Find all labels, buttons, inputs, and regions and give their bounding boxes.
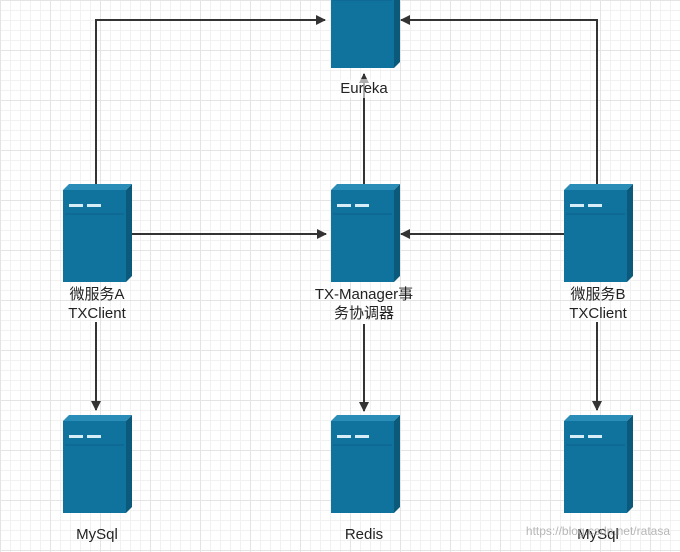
mysql-b-label: MySql [518,525,678,544]
service-b-label-line1: 微服务B [570,286,626,303]
tx-manager-server-icon [330,183,401,283]
eureka-label-line1: Eureka [340,79,388,98]
edge-service-b-to-eureka [400,15,598,186]
mysql-a-label-line1: MySql [76,526,118,543]
tx-manager-label: TX-Manager事 务协调器 [284,285,444,323]
redis-label: Redis [284,525,444,544]
service-a-server-icon [62,183,133,283]
tx-manager-label-line2: 务协调器 [333,305,394,322]
mysql-a-server-icon [62,414,133,514]
redis-label-line1: Redis [344,526,384,543]
service-b-label-line2: TXClient [569,305,627,322]
service-b-label: 微服务B TXClient [518,285,678,323]
redis-server-icon [330,414,401,514]
edge-service-a-to-eureka [95,15,326,186]
service-a-label: 微服务A TXClient [17,285,177,323]
watermark: https://blog.csdn.net/ratasa [525,524,670,538]
service-a-label-line1: 微服务A [69,286,125,303]
mysql-a-label: MySql [17,525,177,544]
mysql-b-label-line1: MySql [577,526,619,543]
mysql-b-server-icon [563,414,634,514]
eureka-server-icon [330,0,401,69]
service-b-server-icon [563,183,634,283]
service-a-label-line2: TXClient [68,305,126,322]
tx-manager-label-line1: TX-Manager事 [314,286,414,303]
eureka-label: Eureka [284,79,444,98]
